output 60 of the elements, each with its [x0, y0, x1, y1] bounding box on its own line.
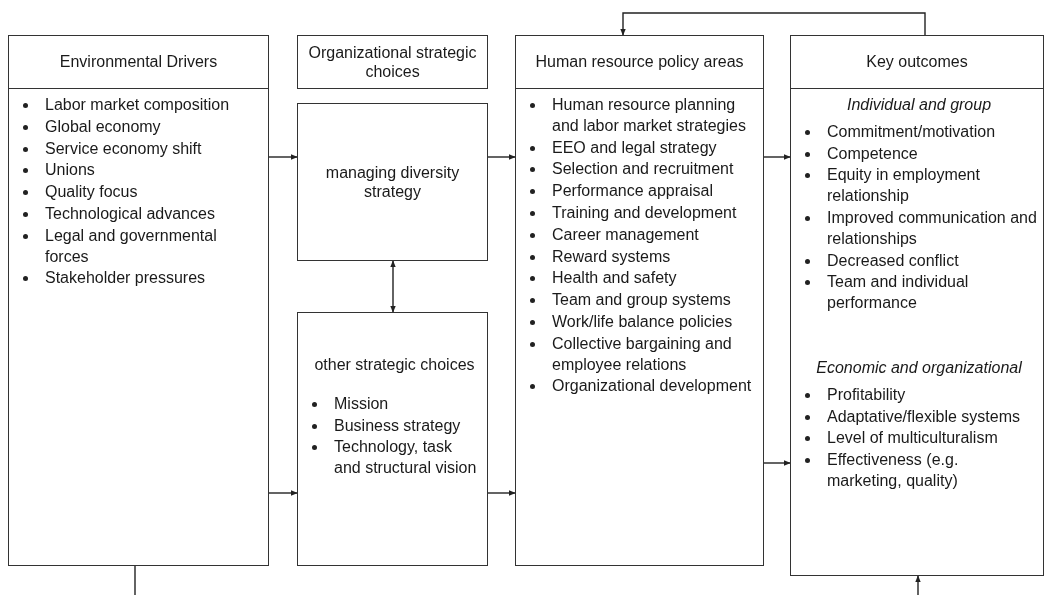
list-item: Labor market composition	[19, 95, 262, 116]
process-box	[297, 103, 488, 261]
list-item: Global economy	[19, 116, 262, 138]
list-item: Health and safety	[526, 268, 757, 290]
arrow	[763, 460, 791, 466]
arrow	[390, 260, 396, 313]
list-item: Improved communication and relationships	[801, 208, 1037, 250]
arrow	[763, 154, 791, 160]
arrow	[487, 490, 516, 496]
list-item: Team and group systems	[526, 290, 757, 311]
list-box	[515, 88, 764, 566]
arrow	[268, 154, 298, 160]
box-title: Environmental Drivers	[59, 52, 218, 72]
list-item: Technological advances	[19, 204, 262, 225]
list-item: Training and development	[526, 203, 757, 224]
list-item: Stakeholder pressures	[19, 268, 262, 290]
list-item: EEO and legal strategy	[526, 137, 757, 159]
box-title: Organizational strategic choices	[307, 42, 478, 82]
column-header-box	[297, 35, 488, 89]
arrow	[620, 12, 926, 36]
list-item: Business strategy	[308, 415, 481, 437]
list-item: Effectiveness (e.g. marketing, quality)	[801, 450, 1037, 492]
list-item: Competence	[801, 143, 1037, 165]
list-item: Quality focus	[19, 182, 262, 203]
group-heading: Economic and organizational	[815, 357, 1023, 378]
box-title: Human resource policy areas	[535, 52, 744, 72]
list-item: Team and individual performance	[801, 272, 1037, 314]
column-header-box	[790, 35, 1044, 89]
list-item: Performance appraisal	[526, 181, 757, 202]
list-item: Decreased conflict	[801, 250, 1037, 272]
list-item: Adaptative/flexible systems	[801, 406, 1037, 428]
list-item: Equity in employment relationship	[801, 165, 1037, 207]
list-item: Level of multiculturalism	[801, 428, 1037, 450]
list-box	[8, 88, 269, 566]
box-title: managing diversity strategy	[324, 162, 461, 202]
list-item: Reward systems	[526, 246, 757, 268]
list-item: Organizational development	[526, 376, 757, 398]
list-item: Commitment/motivation	[801, 121, 1037, 143]
list-item: Selection and recruitment	[526, 159, 757, 181]
arrow	[268, 490, 298, 496]
list-item: Mission	[308, 393, 481, 415]
list-item: Work/life balance policies	[526, 311, 757, 333]
list-box	[297, 312, 488, 566]
connector-line	[134, 565, 136, 595]
list-item: Unions	[19, 160, 262, 182]
list-box	[790, 88, 1044, 576]
list-item: Legal and governmental forces	[19, 225, 262, 268]
box-title: Key outcomes	[866, 52, 968, 72]
arrow	[915, 575, 921, 595]
column-header-box	[8, 35, 269, 89]
list-item: Technology, task and structural vision	[308, 437, 481, 479]
list-item: Human resource planning and labor market strategies	[526, 95, 757, 137]
list-item: Service economy shift	[19, 138, 262, 160]
arrow	[487, 154, 516, 160]
box-title: other strategic choices	[313, 355, 476, 375]
group-heading: Individual and group	[845, 95, 993, 115]
list-item: Profitability	[801, 384, 1037, 406]
list-item: Collective bargaining and employee relations	[526, 333, 757, 376]
column-header-box	[515, 35, 764, 89]
list-item: Career management	[526, 224, 757, 246]
